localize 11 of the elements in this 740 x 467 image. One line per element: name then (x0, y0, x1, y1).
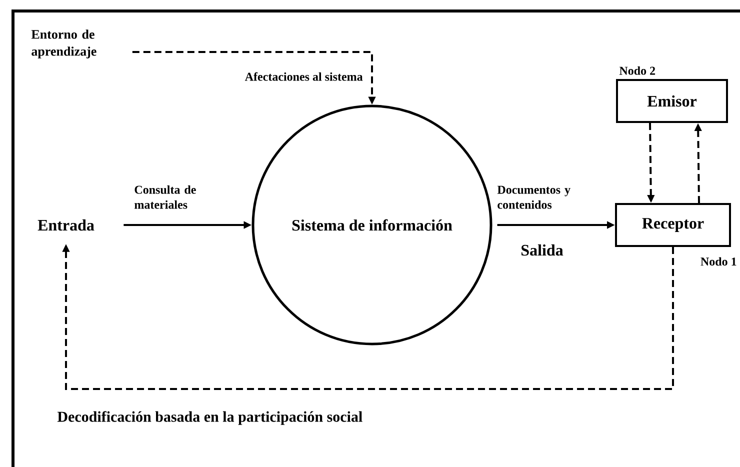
node-caption: Nodo 1 (700, 257, 736, 266)
output-label: Salida (522, 244, 564, 256)
edge-label: Decodificación basada en la participación social (57, 411, 362, 425)
environment-label: Entorno de aprendizaje (31, 30, 96, 58)
edge-label: Consulta de materiales (134, 185, 196, 209)
node-caption: Nodo 2 (619, 66, 656, 75)
process-box: Receptor (615, 203, 731, 247)
process-box: Emisor (616, 79, 728, 123)
input-label: Entrada (38, 219, 94, 231)
edge-label: Documentos y contenidos (497, 186, 570, 209)
edge-label: Afectaciones al sistema (244, 72, 363, 81)
